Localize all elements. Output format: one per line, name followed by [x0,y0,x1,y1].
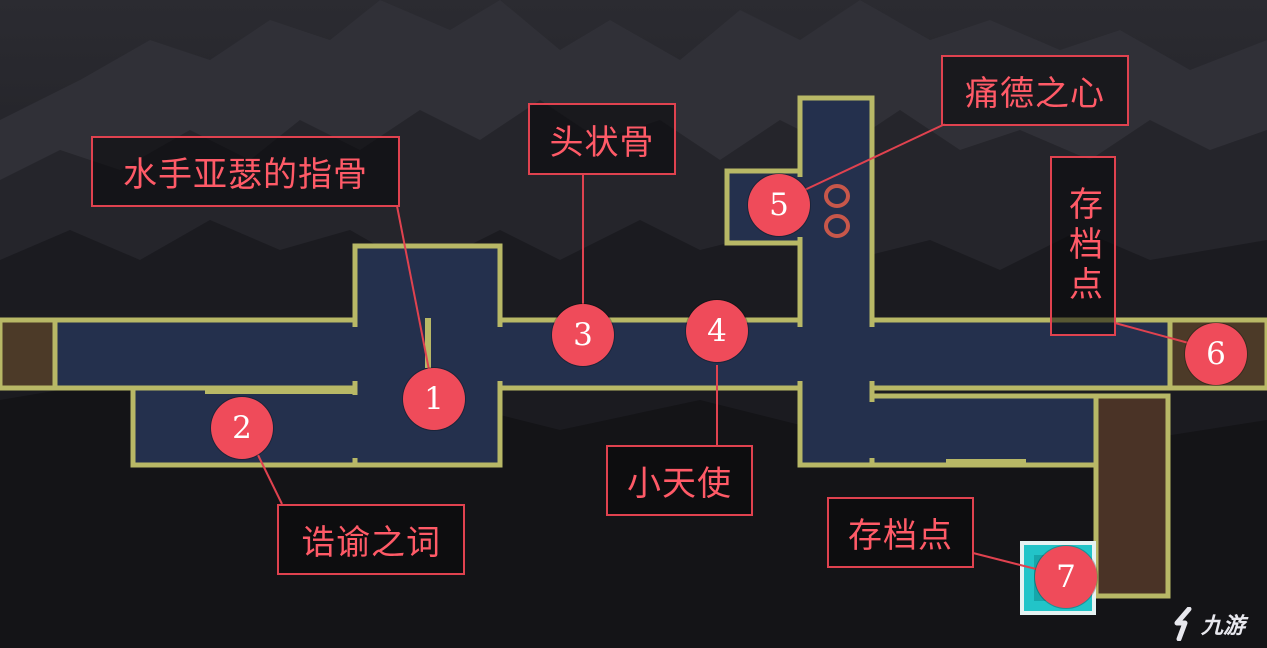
map-marker-5[interactable]: 5 [748,174,810,236]
heart-relic-icon [824,184,850,238]
room-corridor-right [869,317,1173,391]
door-seam [345,327,365,381]
door-seam [862,327,882,381]
item-callout-sailor-knuckle[interactable]: 水手亚瑟的指骨 [91,136,400,207]
map-marker-1[interactable]: 1 [403,368,465,430]
item-callout-heart[interactable]: 痛德之心 [941,55,1129,126]
nine-game-logo-icon [1174,607,1192,641]
map-marker-7[interactable]: 7 [1035,546,1097,608]
left-exit [0,317,58,391]
door-seam [490,327,510,381]
leader-line-2 [257,454,283,505]
vertical-passage [1093,393,1171,599]
map-marker-6[interactable]: 6 [1185,323,1247,385]
leader-line-5 [795,123,946,195]
save-point-callout-upper[interactable]: 存档点 [1050,156,1116,336]
map-marker-3[interactable]: 3 [552,304,614,366]
leader-line-1 [396,205,431,376]
room-corridor-middle [497,317,803,391]
item-callout-decree-words[interactable]: 诰谕之词 [277,504,465,575]
door-seam [345,395,365,458]
item-callout-little-angel[interactable]: 小天使 [606,445,753,516]
room-vertical-shaft [797,95,875,468]
map-marker-2[interactable]: 2 [211,397,273,459]
ledge [205,388,355,394]
leader-line-7 [972,552,1041,571]
watermark: 九游 [1171,604,1261,644]
watermark-text: 九游 [1201,614,1246,639]
door-seam [790,327,810,381]
item-callout-skull-bone[interactable]: 头状骨 [528,103,676,175]
door-seam [862,402,882,458]
room-lower-right [869,393,1099,468]
ledge [425,318,431,368]
ledge [946,459,1026,465]
map-marker-4[interactable]: 4 [686,300,748,362]
room-corridor-left [52,317,358,391]
save-point-callout-lower[interactable]: 存档点 [827,497,974,568]
leader-line-6 [1114,322,1197,346]
